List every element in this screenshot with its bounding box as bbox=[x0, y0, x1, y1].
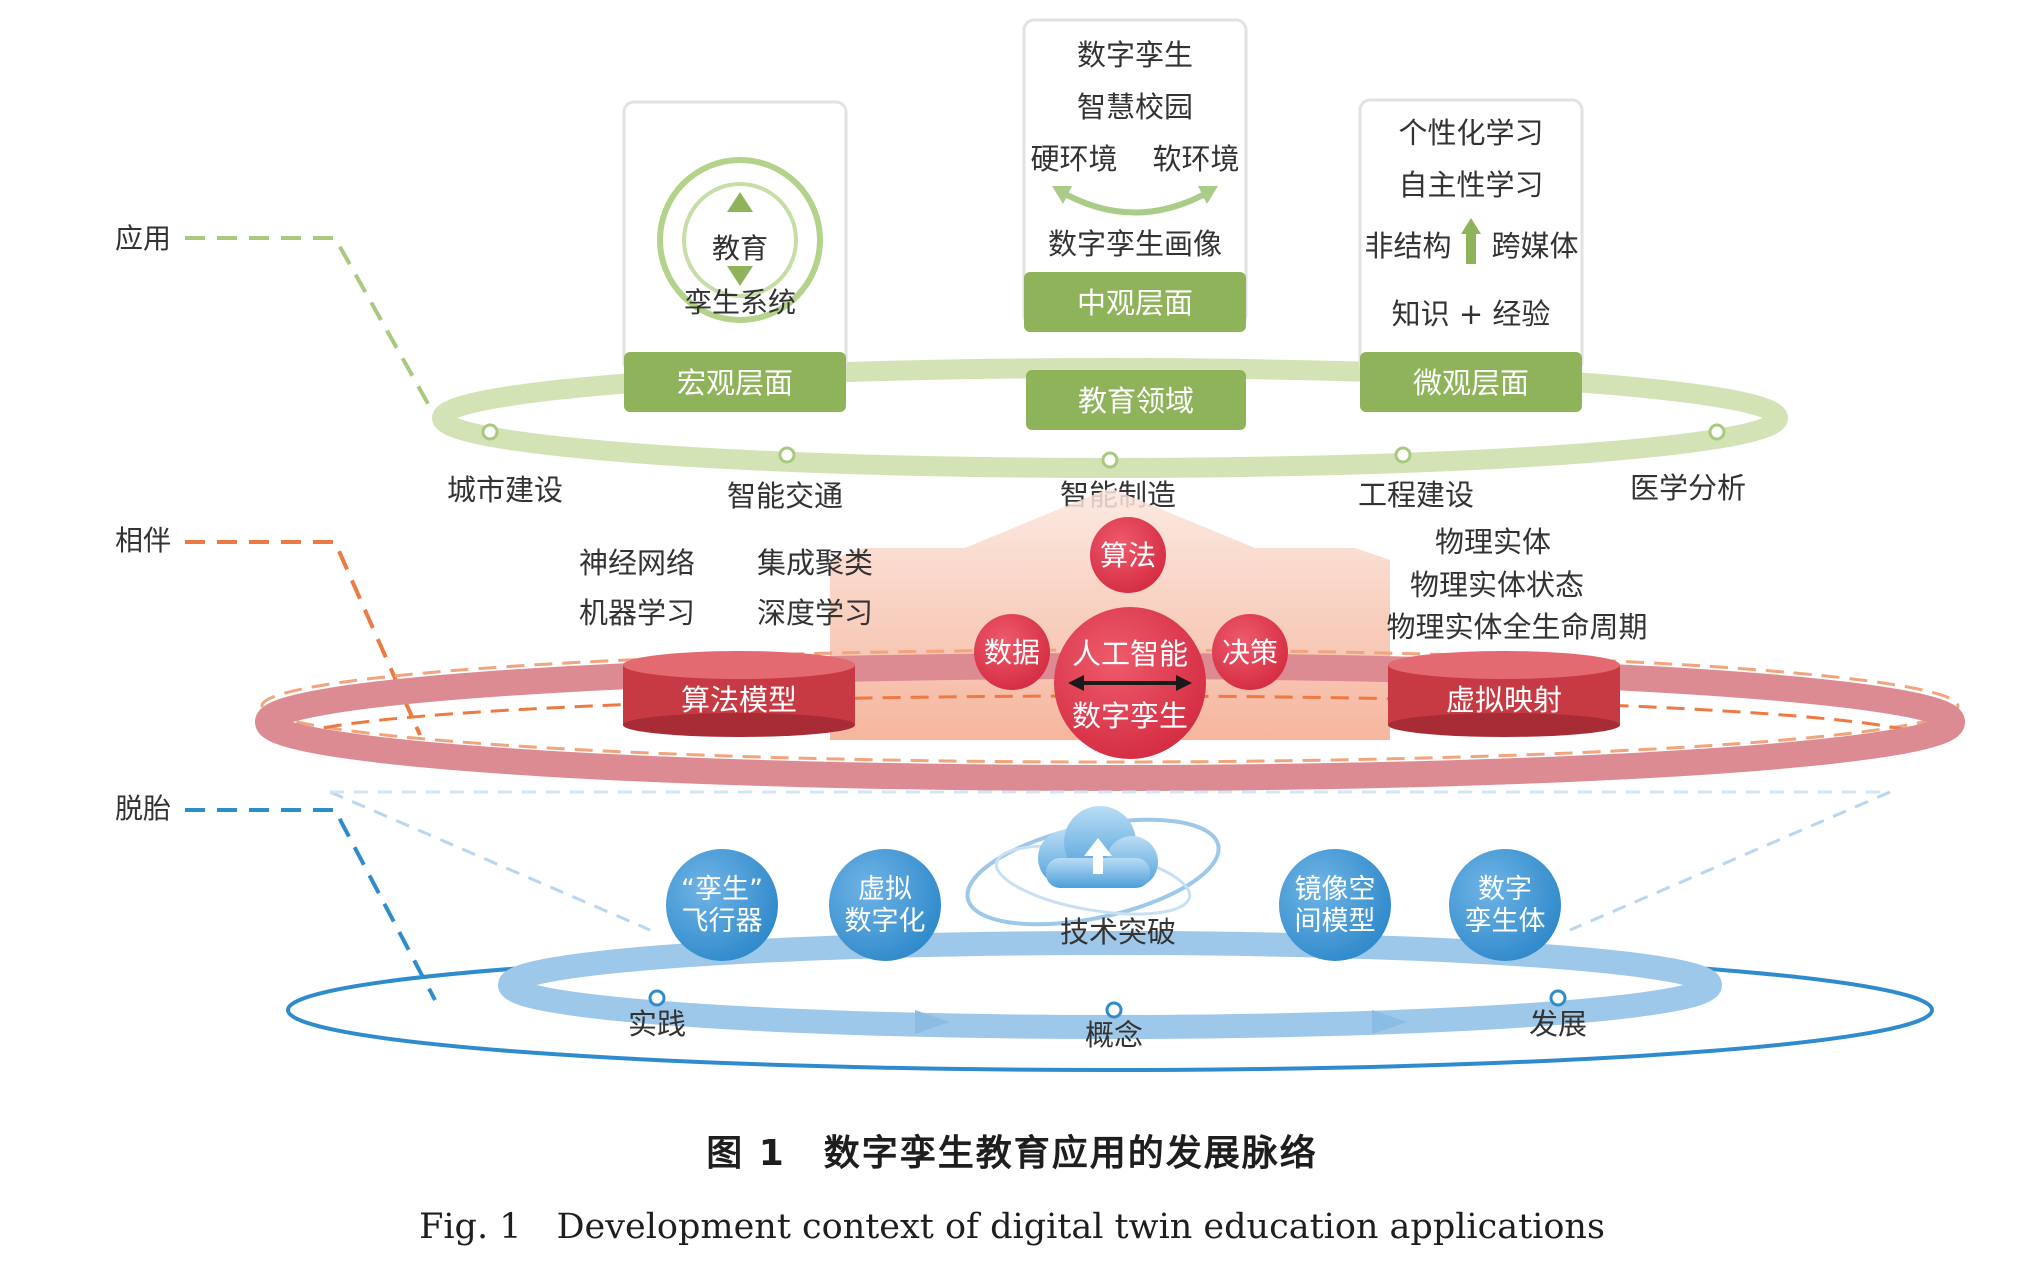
stage-dot bbox=[1549, 989, 1567, 1007]
meso-soft-env: 软环境 bbox=[1152, 142, 1239, 176]
data-node-label: 数据 bbox=[984, 636, 1040, 669]
macro-card: 教育 孪生系统 宏观层面 bbox=[622, 100, 848, 412]
companion-leader-line bbox=[185, 540, 422, 736]
cycle-arrow-down-icon bbox=[727, 266, 753, 286]
micro-card: 个性化学习 自主性学习 非结构 跨媒体 知识 + 经验 微观层面 bbox=[1358, 98, 1584, 412]
entity-term: 物理实体 bbox=[1435, 525, 1551, 559]
layer-label-detachment: 脱胎 bbox=[115, 792, 171, 825]
domain-label: 工程建设 bbox=[1358, 478, 1474, 512]
digital-twin-body-line-1: 数字 bbox=[1478, 874, 1532, 905]
virtual-mapping-label: 虚拟映射 bbox=[1446, 683, 1562, 717]
micro-knowledge-experience: 知识 + 经验 bbox=[1392, 297, 1551, 331]
micro-line-1: 个性化学习 bbox=[1398, 116, 1543, 150]
algorithm-model-label: 算法模型 bbox=[681, 683, 797, 717]
meso-level-label: 中观层面 bbox=[1077, 286, 1193, 320]
up-arrow-icon bbox=[1466, 232, 1476, 264]
stage-label: 发展 bbox=[1529, 1007, 1587, 1041]
meso-portrait: 数字孪生画像 bbox=[1048, 227, 1222, 261]
layer-label-application: 应用 bbox=[115, 222, 171, 255]
application-layer: 教育 孪生系统 宏观层面 数字孪生 智慧校园 硬环境 软环境 数字孪生画像 中观… bbox=[432, 18, 1788, 513]
flow-arrow-icon bbox=[1372, 1010, 1407, 1034]
projection-line bbox=[329, 790, 651, 932]
virtual-digitization-line-1: 虚拟 bbox=[858, 874, 912, 905]
stage-dot bbox=[1105, 1001, 1123, 1019]
data-node bbox=[974, 614, 1050, 690]
meso-line-1: 数字孪生 bbox=[1077, 38, 1193, 72]
meso-line-2: 智慧校园 bbox=[1077, 90, 1193, 124]
ring-dot bbox=[481, 423, 499, 441]
twin-aircraft-line-2: 飞行器 bbox=[682, 906, 763, 937]
tech-breakthrough-label: 技术突破 bbox=[1060, 915, 1176, 949]
cloud-upload-icon bbox=[965, 806, 1221, 927]
macro-inner-line-2: 孪生系统 bbox=[684, 286, 796, 319]
stage-label: 概念 bbox=[1085, 1018, 1143, 1052]
figure-caption-chinese: 图 1 数字孪生教育应用的发展脉络 bbox=[706, 1133, 1318, 1174]
application-leader-line bbox=[185, 236, 442, 426]
micro-level-tab bbox=[1360, 352, 1582, 412]
layer-label-companion: 相伴 bbox=[115, 524, 171, 557]
digital-twin-body-line-2: 孪生体 bbox=[1465, 906, 1546, 937]
algo-term: 神经网络 bbox=[579, 546, 695, 580]
entity-term: 物理实体状态 bbox=[1410, 568, 1584, 602]
twin-aircraft-node bbox=[666, 849, 778, 961]
mirror-space-model-line-2: 间模型 bbox=[1295, 906, 1376, 937]
ring-dot bbox=[1101, 451, 1119, 469]
ring-dot bbox=[1708, 423, 1726, 441]
virtual-digitization-node bbox=[829, 849, 941, 961]
detachment-layer: 实践 概念 发展 技术突破 “孪生” 飞行器 虚拟 数字化 镜像空 间模型 数字… bbox=[286, 790, 1934, 1072]
education-domain-tab bbox=[1026, 370, 1246, 430]
algorithm-model-cylinder: 算法模型 bbox=[623, 651, 855, 737]
algorithm-node-label: 算法 bbox=[1100, 539, 1156, 572]
education-domain-label: 教育领域 bbox=[1078, 384, 1194, 418]
companion-layer: 神经网络 集成聚类 机器学习 深度学习 物理实体 物理实体状态 物理实体全生命周… bbox=[255, 488, 1965, 791]
algo-term: 机器学习 bbox=[579, 596, 695, 630]
mirror-space-model-line-1: 镜像空 bbox=[1295, 874, 1376, 905]
figure-caption-english: Fig. 1 Development context of digital tw… bbox=[419, 1207, 1605, 1247]
decision-node-label: 决策 bbox=[1222, 636, 1278, 669]
domain-label: 城市建设 bbox=[447, 473, 563, 507]
projection-line bbox=[1569, 790, 1891, 932]
mirror-space-model-node bbox=[1279, 849, 1391, 961]
algorithm-node bbox=[1090, 517, 1166, 593]
stage-dot bbox=[648, 989, 666, 1007]
micro-unstructured: 非结构 bbox=[1364, 229, 1451, 263]
domain-label: 医学分析 bbox=[1630, 471, 1746, 505]
bidirectional-curve-arrow-icon bbox=[1056, 187, 1214, 216]
algo-term: 深度学习 bbox=[757, 596, 873, 630]
ring-dot bbox=[1394, 446, 1412, 464]
algo-term: 集成聚类 bbox=[757, 546, 873, 580]
cycle-arrow-up-icon bbox=[727, 192, 753, 212]
micro-cross-media: 跨媒体 bbox=[1491, 229, 1578, 263]
virtual-digitization-line-2: 数字化 bbox=[845, 906, 926, 937]
digital-twin-body-node bbox=[1449, 849, 1561, 961]
domain-label: 智能交通 bbox=[727, 479, 843, 513]
micro-line-2: 自主性学习 bbox=[1398, 168, 1543, 202]
micro-level-label: 微观层面 bbox=[1413, 366, 1529, 400]
ai-label: 人工智能 bbox=[1072, 637, 1188, 671]
decision-node bbox=[1212, 614, 1288, 690]
blue-band-ring bbox=[498, 931, 1722, 1039]
cycle-icon bbox=[657, 157, 823, 323]
ring-dot bbox=[778, 446, 796, 464]
meso-hard-env: 硬环境 bbox=[1030, 142, 1117, 176]
virtual-mapping-cylinder: 虚拟映射 bbox=[1388, 651, 1620, 737]
macro-inner-line-1: 教育 bbox=[712, 232, 768, 265]
meso-level-tab bbox=[1024, 272, 1246, 332]
macro-level-tab bbox=[624, 352, 846, 412]
entity-term: 物理实体全生命周期 bbox=[1386, 610, 1647, 644]
digital-twin-core-label: 数字孪生 bbox=[1072, 699, 1188, 733]
flow-arrow-icon bbox=[915, 1010, 950, 1034]
twin-aircraft-line-1: “孪生” bbox=[681, 874, 763, 905]
macro-level-label: 宏观层面 bbox=[677, 366, 793, 400]
meso-card: 数字孪生 智慧校园 硬环境 软环境 数字孪生画像 中观层面 bbox=[1022, 18, 1248, 332]
stage-label: 实践 bbox=[628, 1007, 686, 1041]
detachment-leader-line bbox=[185, 808, 437, 1001]
